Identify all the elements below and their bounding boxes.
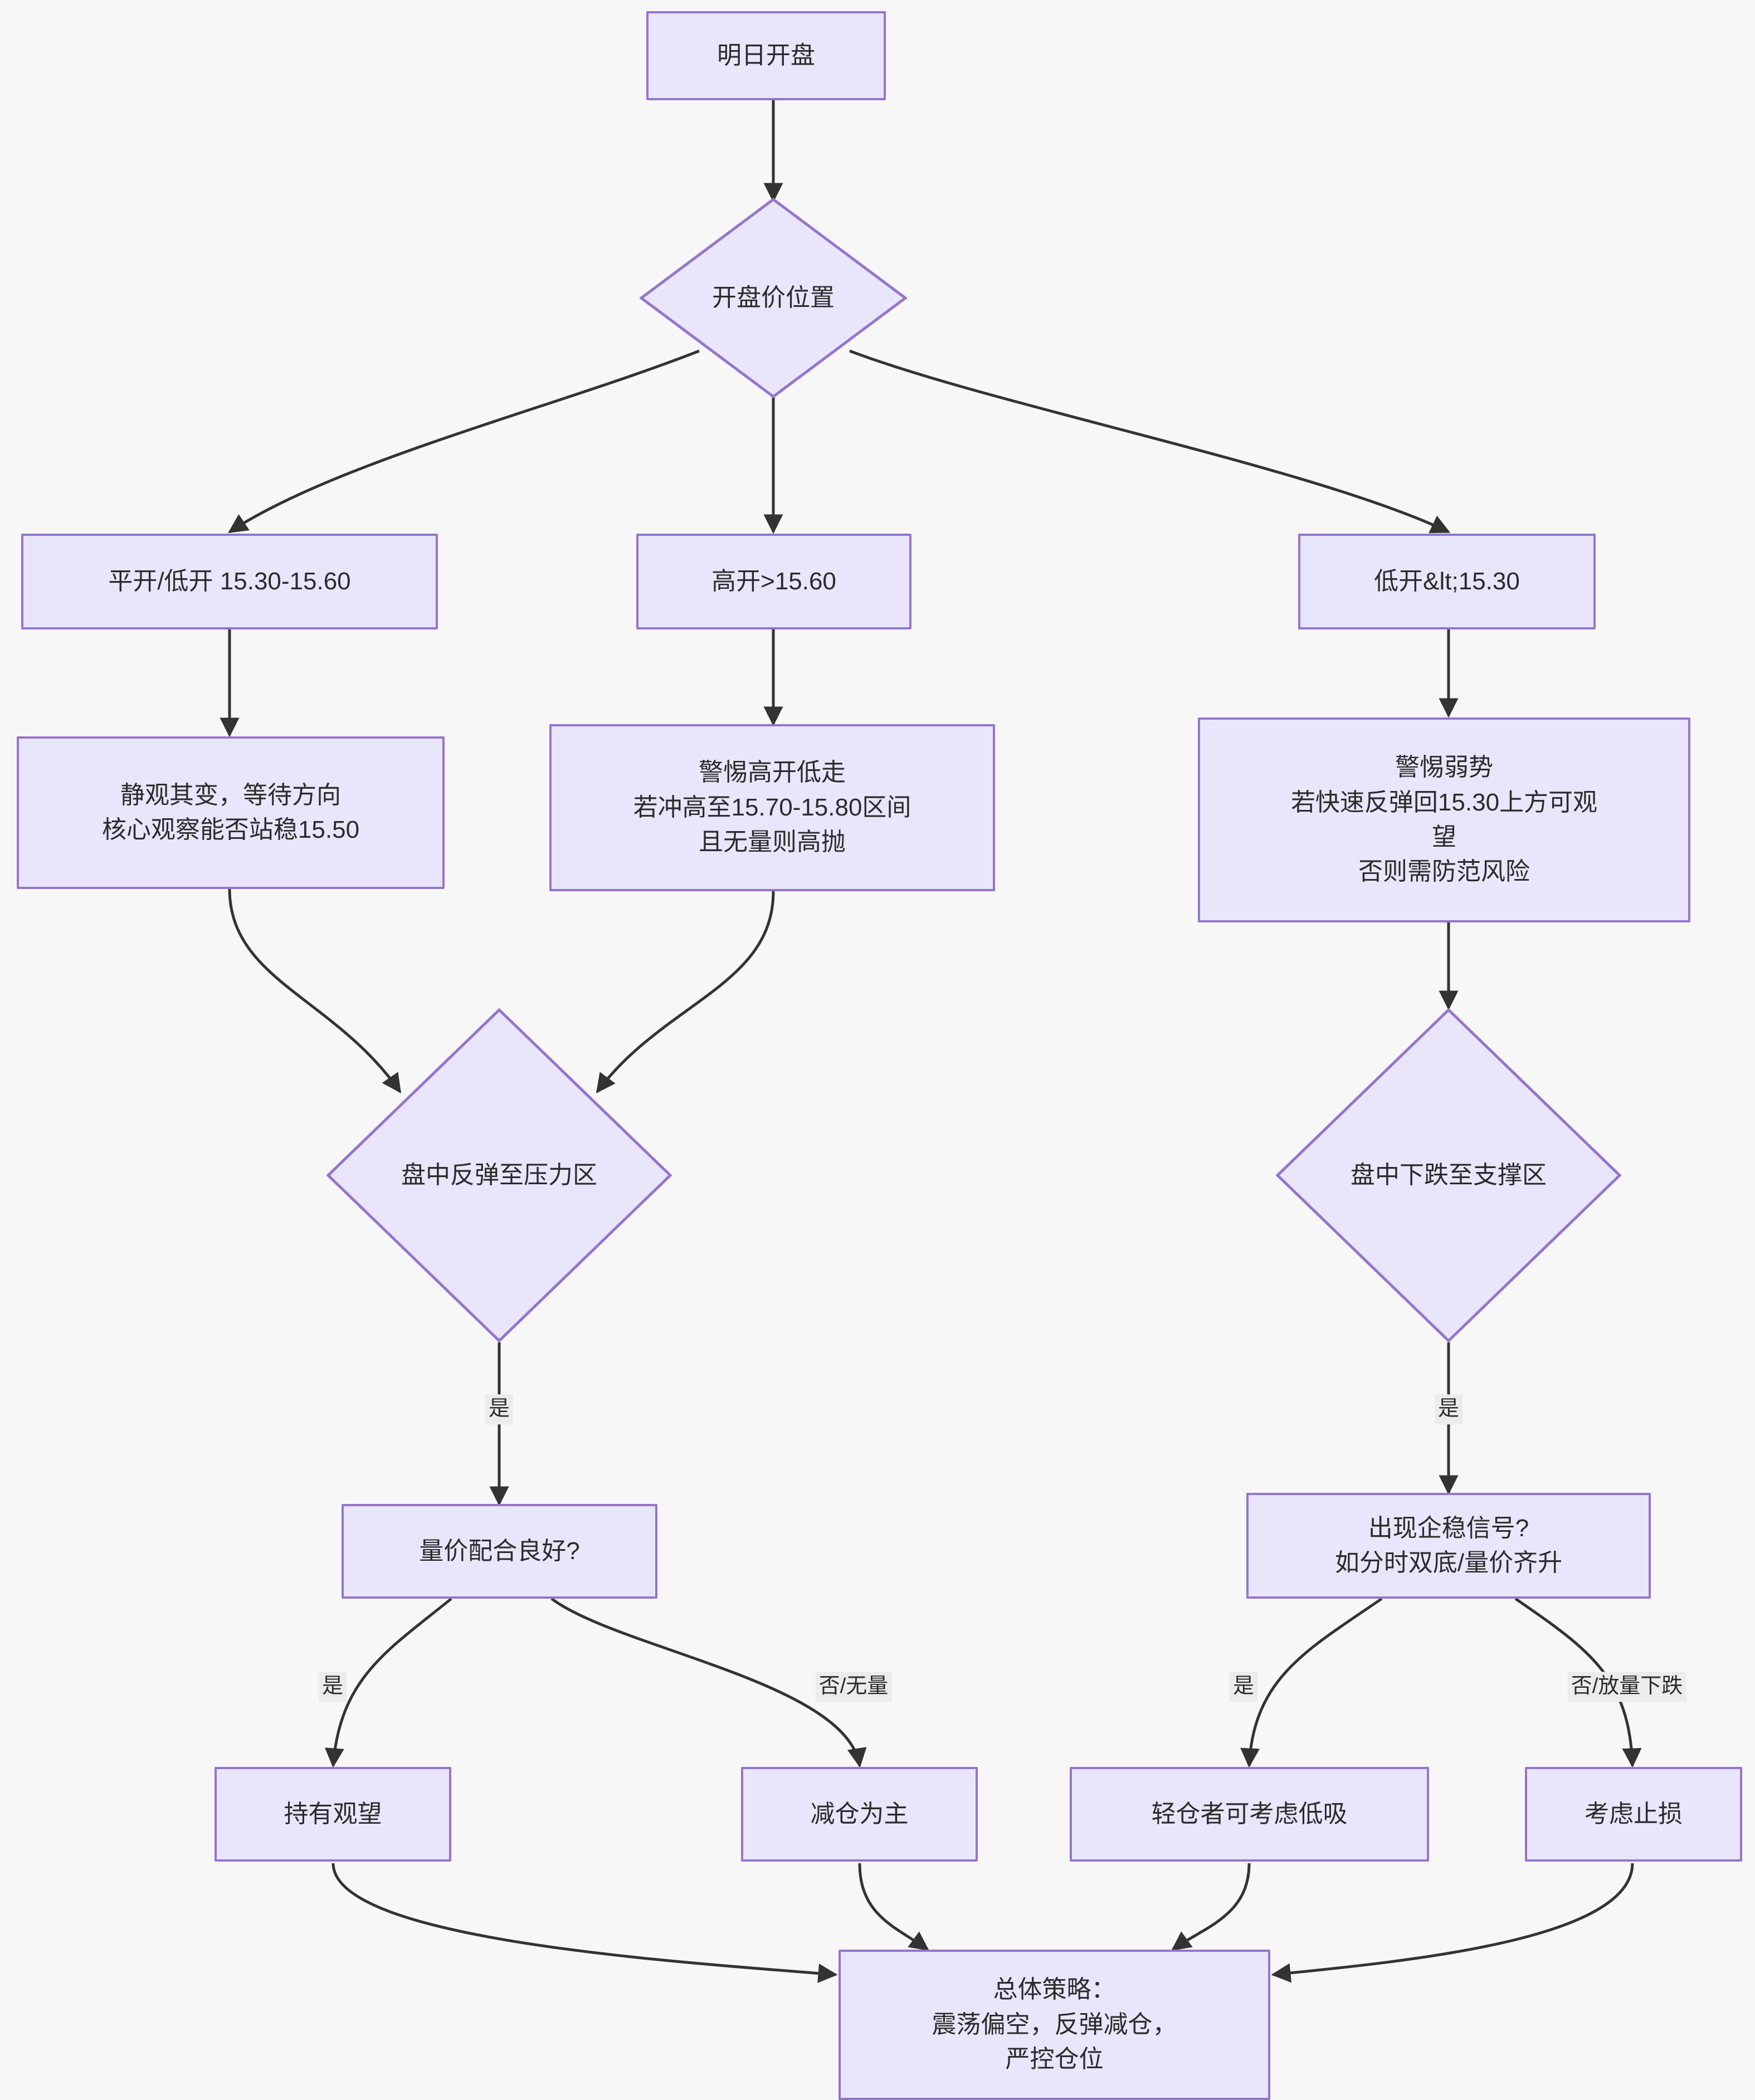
edge-label-drop-yes: 是 — [1434, 1394, 1463, 1424]
node-stabilization-signal[interactable]: 出现企稳信号? 如分时双底/量价齐升 — [1246, 1493, 1651, 1599]
edge-openpos-gapdown — [849, 349, 1451, 534]
edge-label-text: 是 — [1232, 1674, 1255, 1698]
edge-label-stabilize-yes: 是 — [1229, 1672, 1258, 1702]
edge-label-volprice-no: 否/无量 — [815, 1672, 892, 1702]
node-intraday-drop-to-support[interactable]: 盘中下跌至支撑区 — [1276, 1008, 1621, 1342]
edge-stoploss-summary — [1271, 1863, 1634, 1983]
edge-reduce-summary — [858, 1863, 929, 1951]
node-intraday-drop-to-support-label: 盘中下跌至支撑区 — [1351, 1161, 1547, 1189]
node-flat-or-low-open-label: 平开/低开 15.30-15.60 — [108, 567, 351, 595]
node-gap-up[interactable]: 高开>15.60 — [636, 534, 911, 629]
edge-label-text: 否/放量下跌 — [1571, 1674, 1683, 1698]
node-gap-down[interactable]: 低开&lt;15.30 — [1298, 534, 1596, 629]
edge-label-text: 是 — [488, 1397, 510, 1421]
edge-volprice-reduce — [550, 1597, 867, 1768]
node-light-position-buy-dip[interactable]: 轻仓者可考虑低吸 — [1070, 1767, 1429, 1862]
edge-hold-summary — [332, 1863, 838, 1983]
edge-label-rebound-yes: 是 — [485, 1394, 514, 1424]
edge-label-text: 是 — [1437, 1397, 1460, 1421]
node-wait-and-see[interactable]: 静观其变，等待方向 核心观察能否站稳15.50 — [17, 736, 445, 889]
node-warn-gap-up-fade-label: 警惕高开低走 若冲高至15.70-15.80区间 且无量则高抛 — [633, 759, 911, 856]
node-reduce-position-label: 减仓为主 — [810, 1800, 909, 1828]
node-open-price-position-label: 开盘价位置 — [712, 284, 835, 312]
node-start[interactable]: 明日开盘 — [646, 11, 886, 100]
edge-openpos-flatlow — [228, 349, 700, 534]
edge-stabilize-buydip — [1240, 1597, 1383, 1768]
node-warn-weakness-label: 警惕弱势 若快速反弹回15.30上方可观 望 否则需防范风险 — [1290, 754, 1598, 886]
node-open-price-position[interactable]: 开盘价位置 — [640, 198, 907, 398]
edge-label-volprice-yes: 是 — [318, 1672, 347, 1702]
node-wait-and-see-label: 静观其变，等待方向 核心观察能否站稳15.50 — [101, 781, 360, 843]
node-volume-price-good[interactable]: 量价配合良好? — [342, 1504, 657, 1599]
node-flat-or-low-open[interactable]: 平开/低开 15.30-15.60 — [21, 534, 438, 629]
node-hold-and-watch-label: 持有观望 — [284, 1800, 382, 1828]
node-gap-up-label: 高开>15.60 — [711, 567, 836, 595]
edge-label-stabilize-no: 否/放量下跌 — [1567, 1672, 1686, 1702]
node-volume-price-good-label: 量价配合良好? — [419, 1537, 580, 1565]
edge-label-text: 否/无量 — [818, 1674, 889, 1698]
node-light-position-buy-dip-label: 轻仓者可考虑低吸 — [1151, 1800, 1348, 1828]
diamond-shape — [326, 1008, 672, 1342]
diamond-shape — [1276, 1008, 1621, 1342]
node-gap-down-label: 低开&lt;15.30 — [1374, 567, 1520, 595]
node-stop-loss-label: 考虑止损 — [1585, 1800, 1683, 1828]
node-intraday-rebound-to-resistance-label: 盘中反弹至压力区 — [401, 1161, 597, 1189]
edge-buydip-summary — [1171, 1863, 1251, 1951]
node-warn-gap-up-fade[interactable]: 警惕高开低走 若冲高至15.70-15.80区间 且无量则高抛 — [549, 724, 995, 891]
node-stop-loss[interactable]: 考虑止损 — [1525, 1767, 1742, 1862]
node-reduce-position[interactable]: 减仓为主 — [741, 1767, 978, 1862]
edge-volprice-hold — [324, 1598, 452, 1768]
edge-label-text: 是 — [321, 1674, 344, 1698]
node-intraday-rebound-to-resistance[interactable]: 盘中反弹至压力区 — [326, 1008, 672, 1342]
node-stabilization-signal-label: 出现企稳信号? 如分时双底/量价齐升 — [1334, 1514, 1563, 1576]
node-overall-strategy-label: 总体策略： 震荡偏空，反弹减仓， 严控仓位 — [932, 1976, 1177, 2073]
node-start-label: 明日开盘 — [717, 41, 815, 69]
node-warn-weakness[interactable]: 警惕弱势 若快速反弹回15.30上方可观 望 否则需防范风险 — [1198, 717, 1690, 922]
node-overall-strategy[interactable]: 总体策略： 震荡偏空，反弹减仓， 严控仓位 — [838, 1950, 1270, 2100]
diamond-shape — [640, 198, 907, 398]
node-hold-and-watch[interactable]: 持有观望 — [214, 1767, 451, 1862]
